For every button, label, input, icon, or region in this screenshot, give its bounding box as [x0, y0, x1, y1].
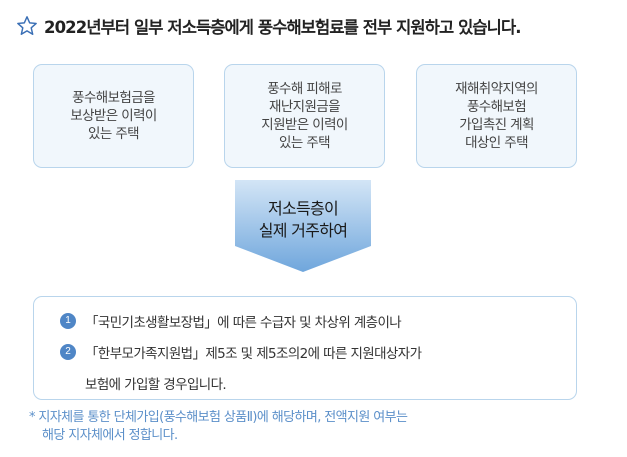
footnote-line-1: * 지자체를 통한 단체가입(풍수해보험 상품Ⅱ)에 해당하며, 전액지원 여부…	[29, 410, 408, 425]
condition-1-line-3: 있는 주택	[88, 126, 140, 142]
condition-box-2: 풍수해 피해로 재난지원금을 지원받은 이력이 있는 주택	[224, 64, 385, 168]
page-header: 2022년부터 일부 저소득층에게 풍수해보험료를 전부 지원하고 있습니다.	[16, 14, 522, 38]
footnote: * 지자체를 통한 단체가입(풍수해보험 상품Ⅱ)에 해당하며, 전액지원 여부…	[29, 409, 408, 445]
page-title: 2022년부터 일부 저소득층에게 풍수해보험료를 전부 지원하고 있습니다.	[44, 18, 522, 37]
condition-3-line-4: 대상인 주택	[465, 135, 528, 151]
criteria-2-continuation: 보험에 가입할 경우입니다.	[85, 377, 227, 393]
criteria-item-2: 2 「한부모가족지원법」제5조 및 제5조의2에 따른 지원대상자가	[60, 342, 422, 362]
number-badge-1: 1	[60, 313, 76, 329]
condition-2-line-1: 풍수해 피해로	[267, 81, 342, 97]
condition-box-1: 풍수해보험금을 보상받은 이력이 있는 주택	[33, 64, 194, 168]
condition-1-line-1: 풍수해보험금을	[72, 90, 155, 106]
criteria-box	[33, 296, 577, 400]
arrow-line-2: 실제 거주하여	[258, 221, 348, 240]
criteria-1-text: 「국민기초생활보장법」에 따른 수급자 및 차상위 계층이나	[85, 315, 402, 331]
arrow-line-1: 저소득층이	[267, 199, 339, 218]
criteria-2-text: 「한부모가족지원법」제5조 및 제5조의2에 따른 지원대상자가	[85, 346, 422, 362]
condition-1-line-2: 보상받은 이력이	[70, 108, 157, 124]
condition-2-line-4: 있는 주택	[279, 135, 331, 151]
condition-box-3: 재해취약지역의 풍수해보험 가입촉진 계획 대상인 주택	[416, 64, 577, 168]
condition-3-line-1: 재해취약지역의	[455, 81, 538, 97]
condition-3-line-3: 가입촉진 계획	[459, 117, 534, 133]
star-outline-icon	[17, 16, 37, 35]
footnote-line-2: 해당 지자체에서 정합니다.	[42, 428, 178, 443]
condition-3-line-2: 풍수해보험	[466, 99, 527, 115]
criteria-item-1: 1 「국민기초생활보장법」에 따른 수급자 및 차상위 계층이나	[60, 311, 402, 331]
number-badge-2: 2	[60, 344, 76, 360]
condition-2-line-2: 재난지원금을	[269, 99, 341, 115]
condition-2-line-3: 지원받은 이력이	[261, 117, 348, 133]
down-arrow-shape	[235, 180, 371, 272]
arrow-label: 저소득층이 실제 거주하여	[235, 198, 371, 242]
